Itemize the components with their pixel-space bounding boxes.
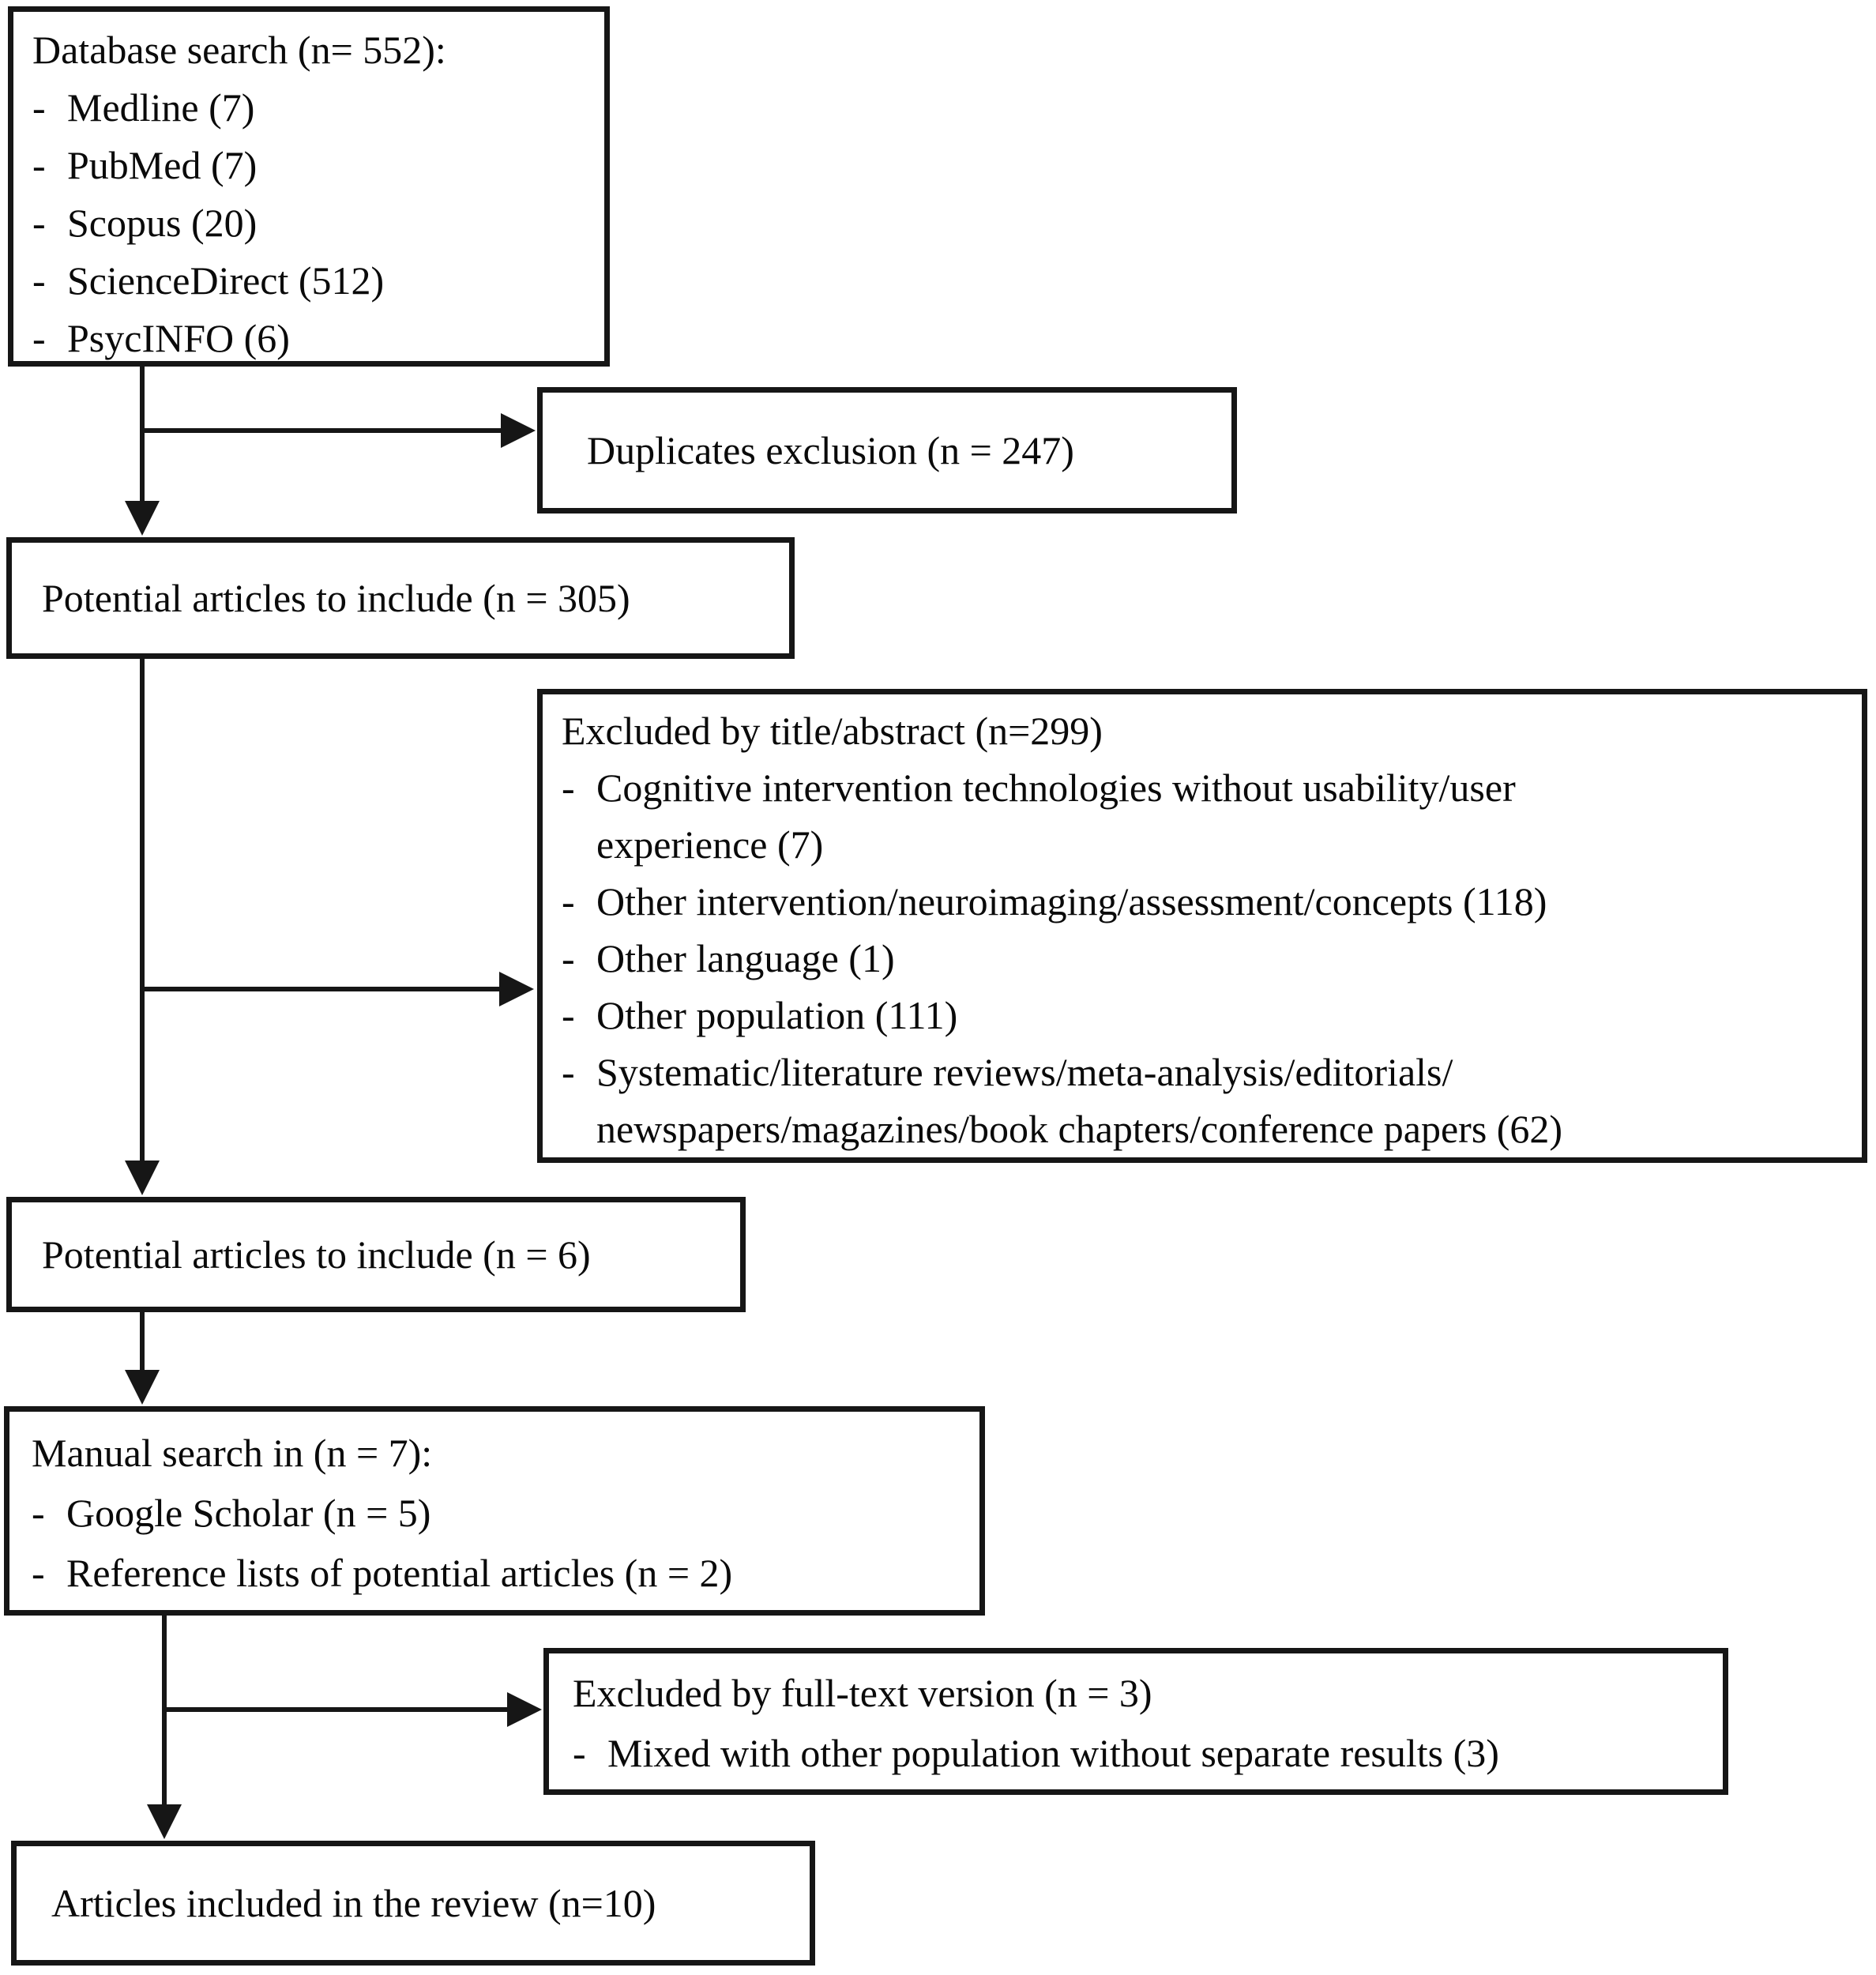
connector-pot6-to-manual [140, 1312, 145, 1370]
bullet-dash: - [32, 1551, 45, 1595]
box-duplicates-exclusion: Duplicates exclusion (n = 247) [537, 387, 1237, 514]
list-item: - PsycINFO (6) [32, 310, 592, 367]
list-item-text: Medline (7) [67, 85, 255, 130]
box-title: Potential articles to include (n = 6) [42, 1232, 591, 1277]
box-manual-search: Manual search in (n = 7): - Google Schol… [4, 1406, 985, 1616]
list-item: - Google Scholar (n = 5) [32, 1483, 967, 1543]
bullet-dash: - [562, 1050, 575, 1094]
bullet-dash: - [573, 1731, 586, 1775]
box-excluded-full-text: Excluded by full-text version (n = 3) - … [543, 1648, 1728, 1795]
arrowhead-right-excluded-title [499, 972, 534, 1006]
list-item-text: Mixed with other population without sepa… [607, 1731, 1499, 1775]
list-item: - Systematic/literature reviews/meta-ana… [562, 1044, 1849, 1157]
box-title: Excluded by title/abstract (n=299) [562, 709, 1103, 753]
arrowhead-right-excluded-full [507, 1692, 542, 1727]
box-title: Manual search in (n = 7): [32, 1431, 433, 1475]
connector-branch-duplicates [142, 428, 502, 433]
box-articles-included: Articles included in the review (n=10) [11, 1841, 815, 1966]
list-item: - Other intervention/neuroimaging/assess… [562, 873, 1849, 930]
list-item: - PubMed (7) [32, 137, 592, 194]
box-title: Database search (n= 552): [32, 28, 446, 72]
bullet-dash: - [32, 316, 46, 360]
list-item-text: PubMed (7) [67, 143, 258, 187]
list-item: - Other language (1) [562, 930, 1849, 987]
bullet-dash: - [32, 201, 46, 245]
list-item-text: PsycINFO (6) [67, 316, 290, 360]
bullet-dash: - [562, 879, 575, 924]
arrowhead-down-pot305 [125, 501, 160, 536]
list-item: - Medline (7) [32, 79, 592, 137]
arrowhead-down-pot6 [125, 1161, 160, 1195]
bullet-dash: - [562, 936, 575, 980]
list-item-text: Other intervention/neuroimaging/assessme… [596, 879, 1547, 924]
bullet-dash: - [32, 1491, 45, 1535]
box-excluded-title-abstract: Excluded by title/abstract (n=299) - Cog… [537, 689, 1867, 1163]
list-item-text: Other population (111) [596, 993, 958, 1037]
list-item-text: Other language (1) [596, 936, 895, 980]
list-item: - Other population (111) [562, 987, 1849, 1044]
bullet-dash: - [562, 766, 575, 810]
bullet-dash: - [32, 85, 46, 130]
list-item: - Reference lists of potential articles … [32, 1543, 967, 1603]
connector-pot305-to-pot6 [140, 659, 145, 1161]
bullet-dash: - [562, 993, 575, 1037]
box-potential-articles-305: Potential articles to include (n = 305) [6, 537, 795, 659]
connector-database-to-pot305 [140, 366, 145, 502]
connector-branch-excluded-title [142, 987, 499, 991]
list-item-text: Scopus (20) [67, 201, 258, 245]
box-title: Articles included in the review (n=10) [51, 1881, 656, 1925]
connector-branch-excluded-full [164, 1707, 509, 1712]
box-database-search: Database search (n= 552): - Medline (7) … [8, 6, 610, 367]
box-title: Potential articles to include (n = 305) [42, 576, 630, 620]
list-item-text: Reference lists of potential articles (n… [66, 1551, 733, 1595]
bullet-dash: - [32, 143, 46, 187]
arrowhead-down-included [147, 1804, 182, 1839]
list-item: - Cognitive intervention technologies wi… [562, 759, 1849, 873]
arrowhead-down-manual [125, 1370, 160, 1405]
box-potential-articles-6: Potential articles to include (n = 6) [6, 1197, 746, 1312]
list-item-text: Google Scholar (n = 5) [66, 1491, 431, 1535]
list-item: - Scopus (20) [32, 194, 592, 252]
list-item: - ScienceDirect (512) [32, 252, 592, 310]
box-title: Excluded by full-text version (n = 3) [573, 1671, 1152, 1715]
bullet-dash: - [32, 258, 46, 303]
list-item-text: Systematic/literature reviews/meta-analy… [596, 1050, 1563, 1151]
box-title: Duplicates exclusion (n = 247) [587, 428, 1074, 472]
arrowhead-right-duplicates [501, 413, 536, 448]
list-item-text: ScienceDirect (512) [67, 258, 385, 303]
list-item: - Mixed with other population without se… [573, 1723, 1712, 1783]
list-item-text: Cognitive intervention technologies with… [596, 766, 1516, 867]
